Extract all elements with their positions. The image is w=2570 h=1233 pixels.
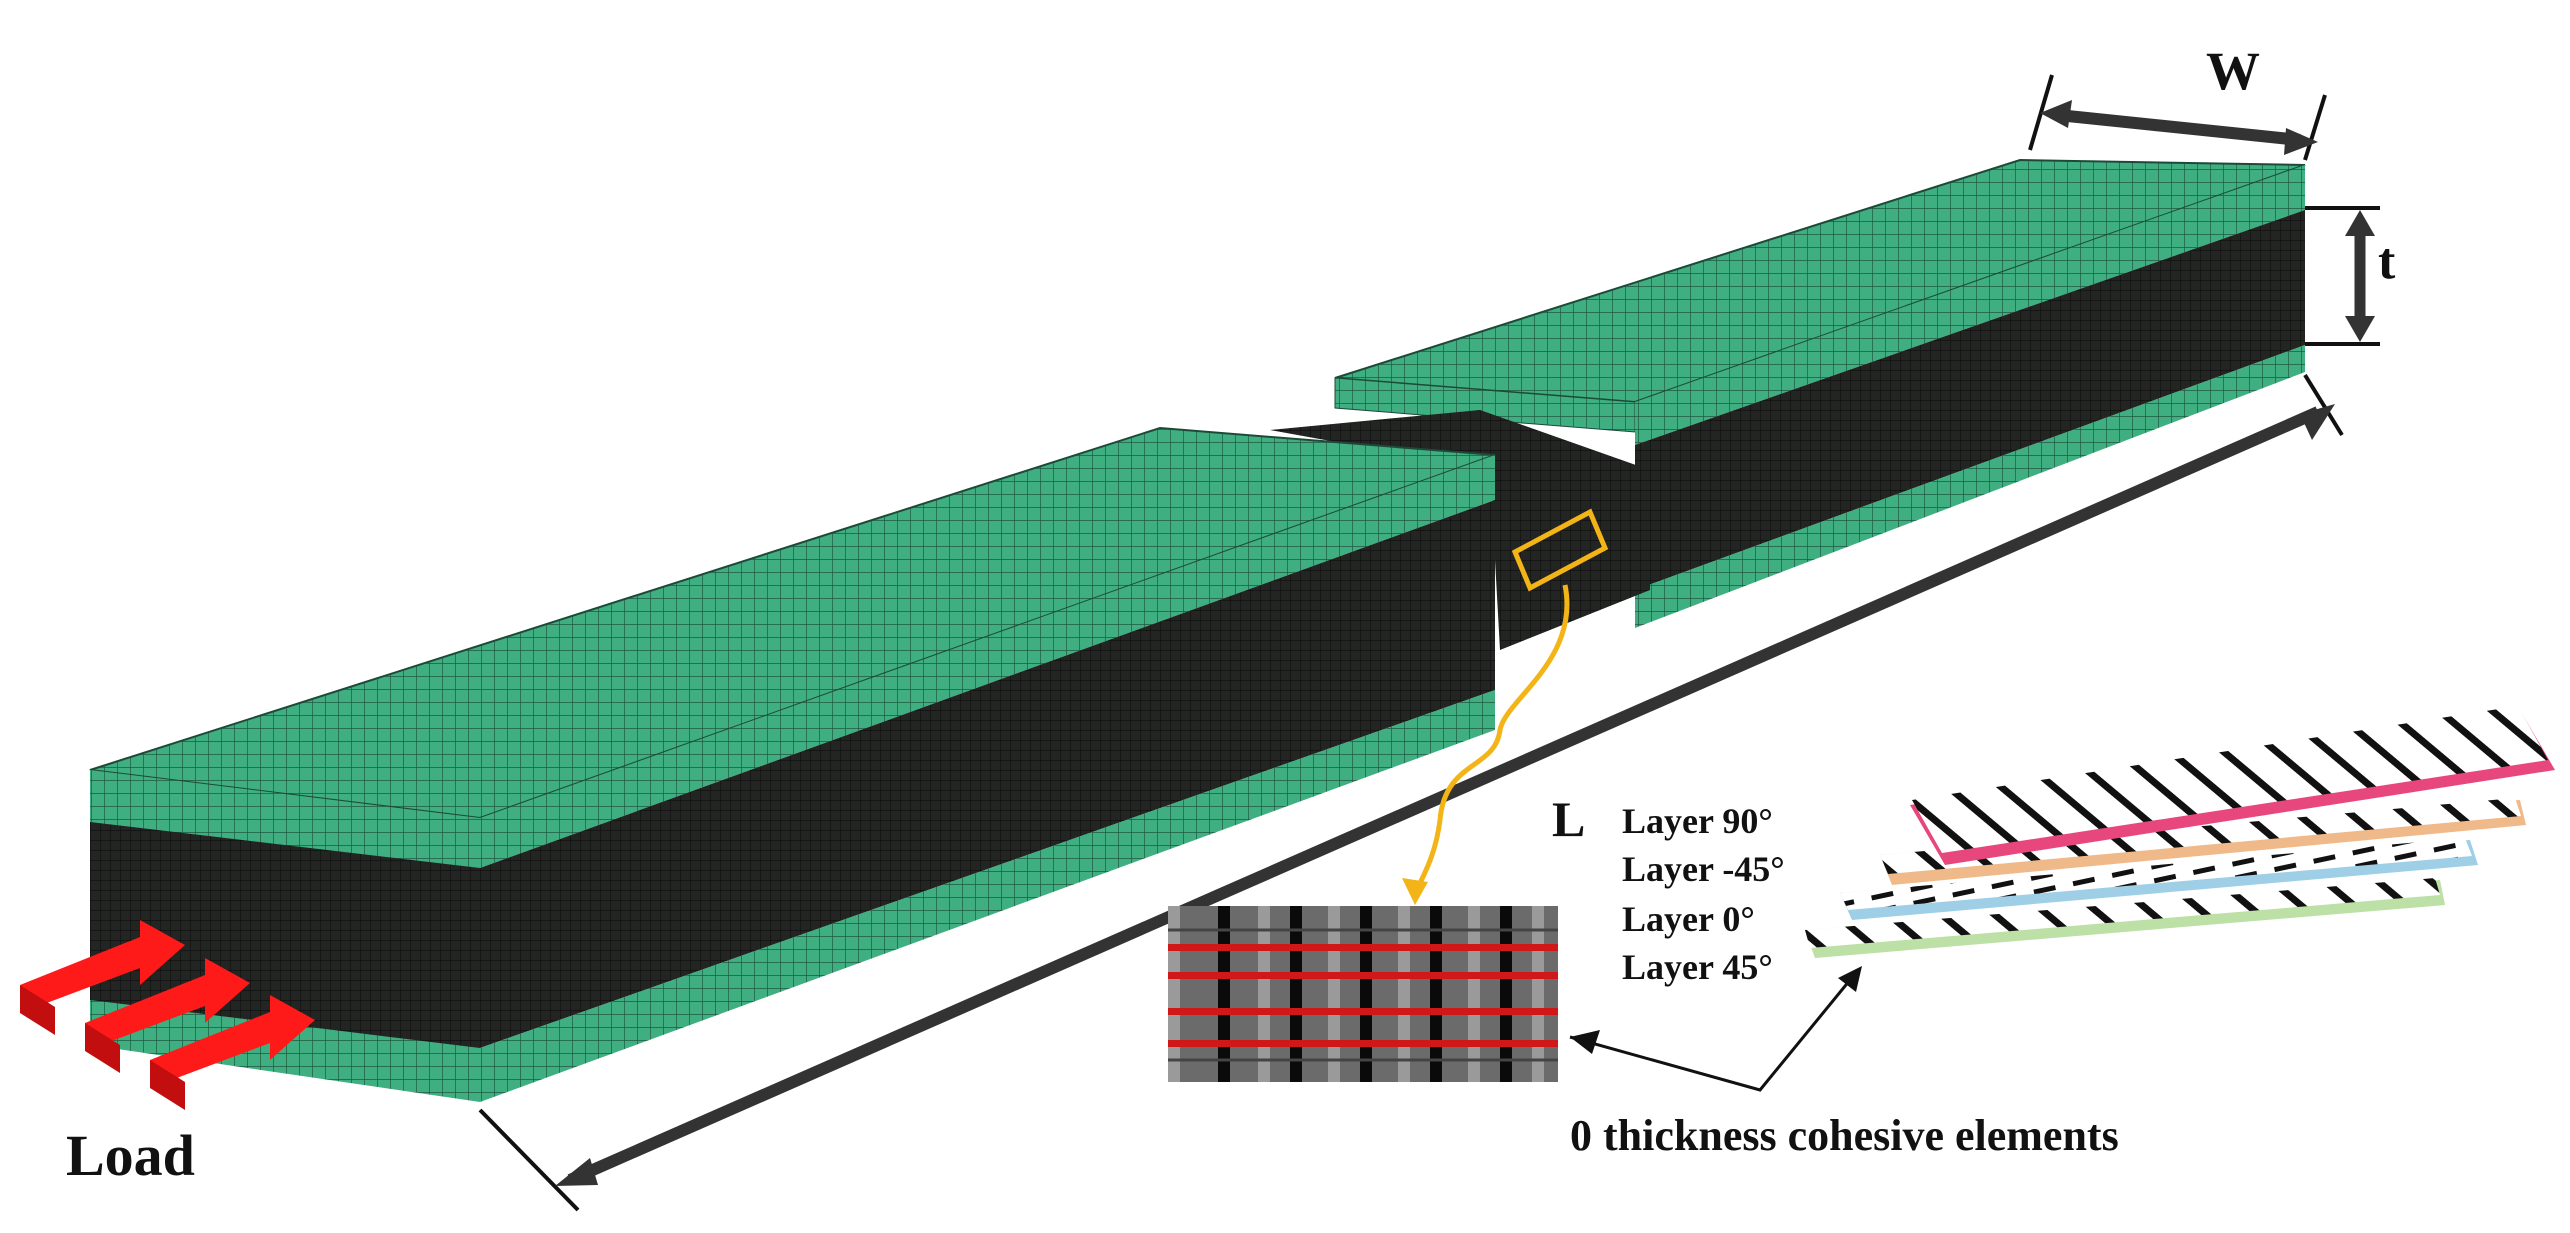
cohesive-mesh-detail — [1168, 906, 1558, 1082]
load-arrow-1 — [20, 920, 185, 1035]
ply-45 — [1805, 878, 2445, 958]
width-label: W — [2206, 41, 2260, 101]
thickness-label: t — [2378, 233, 2396, 290]
callout — [1402, 508, 1609, 905]
thickness-dimension — [2305, 206, 2380, 346]
load-arrows — [20, 920, 315, 1110]
layer-label-neg45: Layer -45° — [1622, 849, 1785, 889]
load-arrow-3 — [150, 995, 315, 1110]
lower-adherend — [89, 426, 1496, 1102]
cohesive-label: 0 thickness cohesive elements — [1570, 1111, 2119, 1160]
layer-label-0: Layer 0° — [1622, 899, 1755, 939]
length-label: L — [1552, 791, 1586, 847]
ply-90 — [1910, 706, 2555, 865]
upper-adherend — [1334, 158, 2306, 628]
ply-stack — [1805, 706, 2555, 958]
ply-neg45 — [1880, 798, 2526, 885]
ply-0 — [1840, 838, 2478, 920]
layer-label-90: Layer 90° — [1622, 801, 1773, 841]
layer-label-45: Layer 45° — [1622, 947, 1773, 987]
load-label: Load — [66, 1123, 195, 1188]
load-arrow-2 — [85, 958, 250, 1073]
width-dimension — [2028, 74, 2327, 161]
overlap-region — [1270, 410, 1650, 650]
cohesive-pointers — [1569, 966, 1862, 1092]
